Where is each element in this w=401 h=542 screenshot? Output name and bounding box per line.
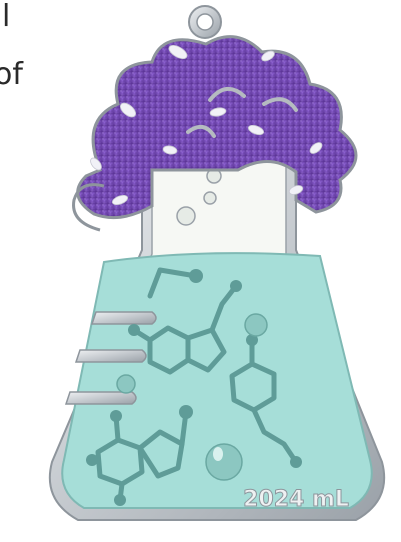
- overflow-foam: [72, 35, 358, 232]
- molecule-atoms: [86, 269, 302, 506]
- hanging-loop: [188, 5, 222, 39]
- text-fragment-bottom: of: [0, 57, 23, 92]
- text-fragment-top: l: [2, 0, 11, 34]
- bubbles: [116, 168, 268, 481]
- volume-label: 2024 mL: [243, 487, 349, 512]
- graduation-marks: [64, 311, 157, 405]
